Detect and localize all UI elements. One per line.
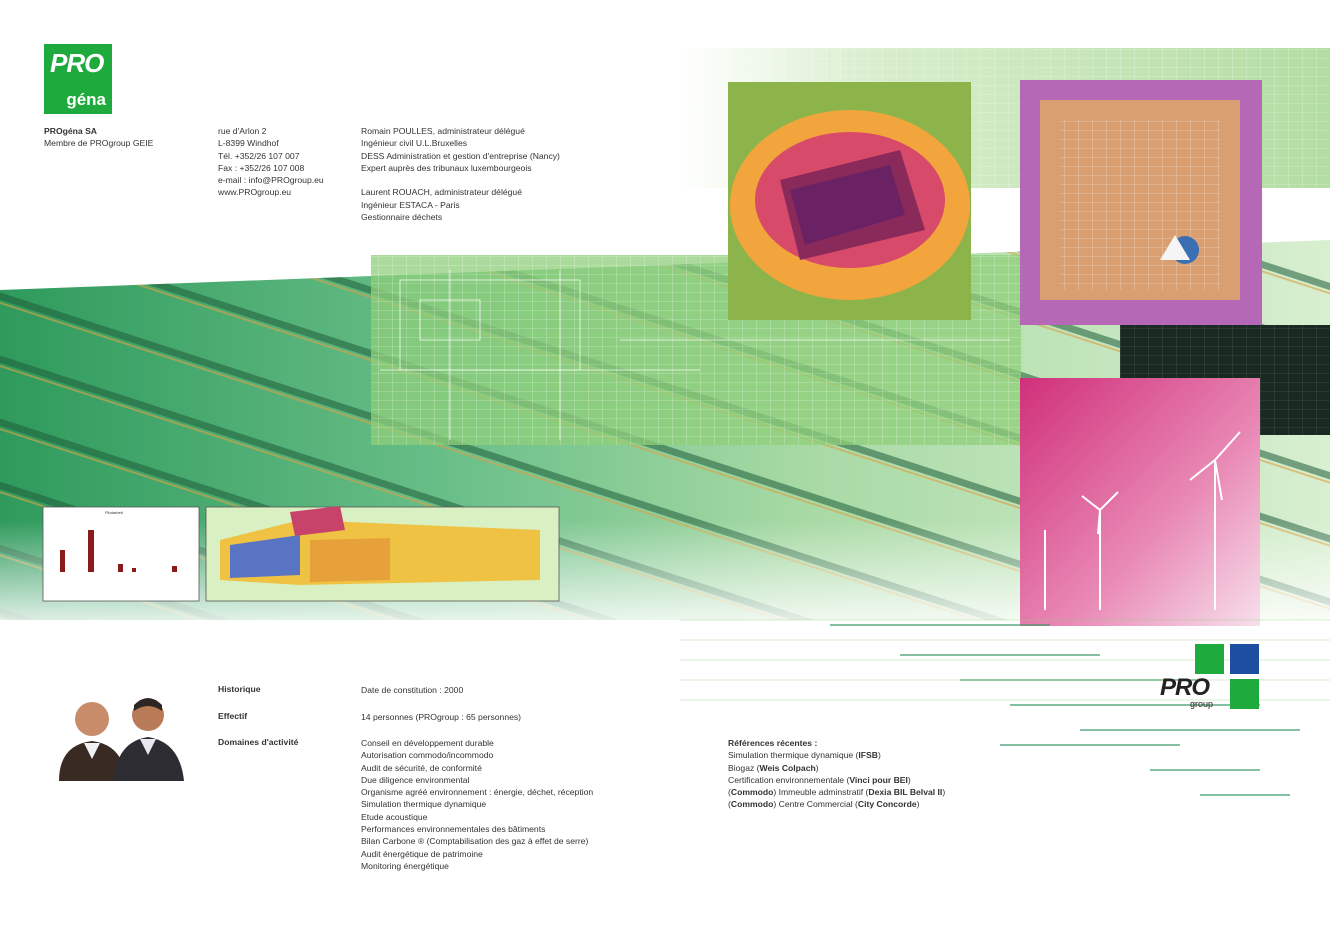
people-line: Romain POULLES, administrateur délégué xyxy=(361,126,525,136)
email-line[interactable]: e-mail : info@PROgroup.eu xyxy=(218,175,324,186)
logo-square-blue xyxy=(1230,644,1259,674)
ref-client: Dexia BIL Belval II xyxy=(868,787,943,798)
people-line: Gestionnaire déchets xyxy=(361,212,443,223)
ref-text: ) Centre Commercial ( xyxy=(773,799,858,810)
domaines-label: Domaines d'activité xyxy=(218,737,299,747)
domaine-item: Organisme agréé environnement : énergie,… xyxy=(361,787,594,798)
ref-text: Biogaz ( xyxy=(728,762,760,773)
address-line: rue d'Arlon 2 xyxy=(218,126,267,136)
ref-text: ) Immeuble adminstratif ( xyxy=(773,787,869,798)
progroup-pro-text: PRO xyxy=(1160,674,1210,701)
domaine-item: Simulation thermique dynamique xyxy=(361,799,487,810)
team-portrait-photo xyxy=(44,687,187,781)
ref-text: ) xyxy=(907,774,911,785)
reference-item: (Commodo) Centre Commercial (City Concor… xyxy=(728,798,945,810)
domaine-item: Conseil en développement durable xyxy=(361,738,494,748)
company-member: Membre de PROgroup GEIE xyxy=(44,138,154,149)
domaines-list: Conseil en développement durable Autoris… xyxy=(361,737,593,872)
progena-logo: PRO géna xyxy=(44,44,112,114)
progroup-logo: PRO group xyxy=(1160,644,1270,714)
domaine-item: Monitoring énergétique xyxy=(361,860,449,871)
ref-text: ) xyxy=(942,787,946,798)
ref-client: City Concorde xyxy=(857,799,917,810)
effectif-value: 14 personnes (PROgroup : 65 personnes) xyxy=(361,712,522,722)
effectif-label: Effectif xyxy=(218,711,248,721)
reference-item: Certification environnementale (Vinci po… xyxy=(728,774,945,786)
domaine-item: Audit de sécurité, de conformité xyxy=(361,762,482,773)
ref-client: Vinci pour BEI xyxy=(849,774,908,785)
address-line: L-8399 Windhof xyxy=(218,138,279,149)
fax-line: Fax : +352/26 107 008 xyxy=(218,162,305,173)
logo-square-green xyxy=(1195,644,1224,674)
address-block: rue d'Arlon 2 L-8399 Windhof Tél. +352/2… xyxy=(218,125,324,199)
people-block: Romain POULLES, administrateur délégué I… xyxy=(361,125,560,223)
ref-client: Weis Colpach xyxy=(759,762,816,773)
svg-text:Pilotarbeit: Pilotarbeit xyxy=(105,510,124,515)
domaine-item: Due diligence environmental xyxy=(361,774,470,785)
ref-text: ) xyxy=(877,750,881,761)
people-line: Expert auprès des tribunaux luxembourgeo… xyxy=(361,162,532,173)
domaine-item: Performances environnementales des bâtim… xyxy=(361,824,546,835)
references-title: Références récentes : xyxy=(728,738,818,748)
ref-text: Certification environnementale ( xyxy=(728,774,850,785)
people-line: Ingénieur ESTACA - Paris xyxy=(361,199,460,210)
references-block: Références récentes : Simulation thermiq… xyxy=(728,737,945,811)
domaine-item: Autorisation commodo/incommodo xyxy=(361,750,494,761)
ref-text: ( xyxy=(728,799,731,810)
ref-text: Simulation thermique dynamique ( xyxy=(728,750,859,761)
progroup-group-text: group xyxy=(1190,699,1214,709)
ref-type: Commodo xyxy=(730,787,774,798)
reference-item: Simulation thermique dynamique (IFSB) xyxy=(728,749,945,761)
historique-value: Date de constitution : 2000 xyxy=(361,685,464,695)
people-line: Ingénieur civil U.L.Bruxelles xyxy=(361,138,468,149)
logo-gena-text: géna xyxy=(66,90,106,109)
website-line[interactable]: www.PROgroup.eu xyxy=(218,187,292,198)
ref-text: ( xyxy=(728,787,731,798)
people-line: Laurent ROUACH, administrateur délégué xyxy=(361,187,522,198)
reference-item: (Commodo) Immeuble adminstratif (Dexia B… xyxy=(728,786,945,798)
historique-label: Historique xyxy=(218,684,261,694)
phone-line: Tél. +352/26 107 007 xyxy=(218,150,300,161)
ref-type: Commodo xyxy=(730,799,774,810)
ref-client: IFSB xyxy=(858,750,878,761)
ref-text: ) xyxy=(916,799,920,810)
company-name: PROgéna SA xyxy=(44,126,98,136)
architecture-collage-image: Pilotarbeit xyxy=(0,48,1330,796)
people-line: DESS Administration et gestion d'entrepr… xyxy=(361,150,560,161)
logo-square-green-lower xyxy=(1230,679,1259,709)
ref-text: ) xyxy=(815,762,819,773)
company-block: PROgéna SA Membre de PROgroup GEIE xyxy=(44,125,153,150)
reference-item: Biogaz (Weis Colpach) xyxy=(728,762,945,774)
domaine-item: Audit énergétique de patrimoine xyxy=(361,848,483,859)
logo-pro-text: PRO xyxy=(50,48,104,78)
domaine-item: Bilan Carbone ® (Comptabilisation des ga… xyxy=(361,836,589,847)
domaine-item: Etude acoustique xyxy=(361,811,428,822)
